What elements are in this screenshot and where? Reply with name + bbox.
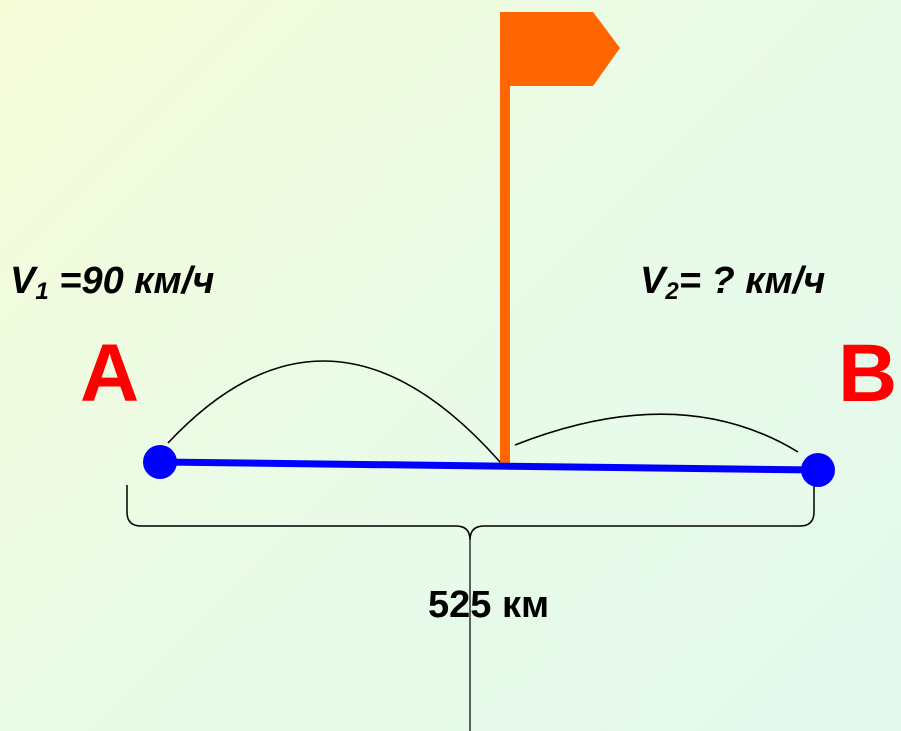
point-a-dot — [143, 445, 177, 479]
point-b-label: B — [838, 328, 898, 419]
speed-b-label: V2= ? км/ч — [640, 260, 826, 305]
flag-pole — [500, 12, 510, 464]
distance-label: 525 км — [428, 584, 550, 626]
arc-meeting-to-b — [514, 413, 799, 453]
arc-a-to-meeting — [167, 360, 501, 463]
point-b-dot — [801, 453, 835, 487]
road-line — [159, 458, 819, 474]
flag-banner — [502, 12, 620, 86]
point-a-label: A — [80, 328, 140, 419]
speed-a-label: V1 =90 км/ч — [10, 260, 215, 305]
distance-brace — [126, 485, 815, 541]
